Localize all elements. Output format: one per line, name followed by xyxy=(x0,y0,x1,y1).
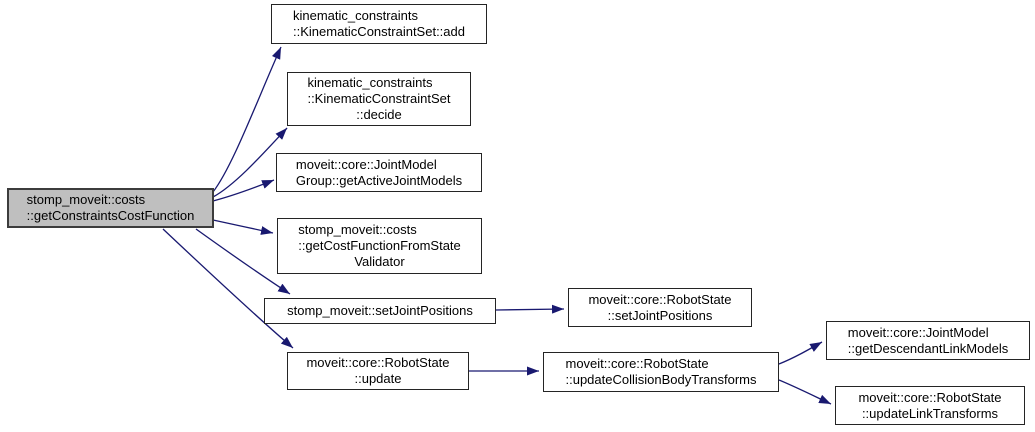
node-label: stomp_moveit::costs ::getCostFunctionFro… xyxy=(298,222,461,269)
node-get-cost-function-from-state-validator[interactable]: stomp_moveit::costs ::getCostFunctionFro… xyxy=(277,218,482,274)
node-label: moveit::core::RobotState ::updateCollisi… xyxy=(565,356,757,387)
node-label: stomp_moveit::costs ::getConstraintsCost… xyxy=(26,192,195,223)
node-kinematic-constraint-set-decide[interactable]: kinematic_constraints ::KinematicConstra… xyxy=(287,72,471,126)
node-get-constraints-cost-function[interactable]: stomp_moveit::costs ::getConstraintsCost… xyxy=(7,188,214,228)
node-update-collision-body-transforms[interactable]: moveit::core::RobotState ::updateCollisi… xyxy=(543,352,779,392)
edge-root-to-get-active-joint-models xyxy=(212,179,275,202)
edge-update-collision-body-transforms-to-get-descendant-link-models xyxy=(778,341,823,365)
node-stomp-set-joint-positions[interactable]: stomp_moveit::setJointPositions xyxy=(264,298,496,324)
node-robot-state-set-joint-positions[interactable]: moveit::core::RobotState ::setJointPosit… xyxy=(568,288,752,327)
edge-stomp-set-joint-positions-to-robot-state-set-joint-positions xyxy=(495,304,565,314)
node-update-link-transforms[interactable]: moveit::core::RobotState ::updateLinkTra… xyxy=(835,386,1025,425)
edge-root-to-kcs-decide xyxy=(212,127,288,198)
node-label: moveit::core::RobotState ::updateLinkTra… xyxy=(858,389,1002,421)
edge-root-to-get-cost-function-from-state-validator xyxy=(212,219,274,235)
node-label: kinematic_constraints ::KinematicConstra… xyxy=(307,75,451,122)
node-label: moveit::core::JointModel ::getDescendant… xyxy=(847,324,1009,356)
node-label: moveit::core::RobotState ::update xyxy=(306,355,450,386)
node-get-active-joint-models[interactable]: moveit::core::JointModel Group::getActiv… xyxy=(276,153,482,192)
node-robot-state-update[interactable]: moveit::core::RobotState ::update xyxy=(287,352,469,390)
node-get-descendant-link-models[interactable]: moveit::core::JointModel ::getDescendant… xyxy=(826,321,1030,360)
node-kinematic-constraint-set-add[interactable]: kinematic_constraints ::KinematicConstra… xyxy=(271,4,487,44)
node-label: moveit::core::RobotState ::setJointPosit… xyxy=(588,291,732,323)
node-label: stomp_moveit::setJointPositions xyxy=(287,303,473,318)
node-label: moveit::core::JointModel Group::getActiv… xyxy=(295,156,463,188)
edge-root-to-kcs-add xyxy=(212,46,282,193)
edge-root-to-robot-state-update xyxy=(162,228,294,349)
edge-update-collision-body-transforms-to-update-link-transforms xyxy=(778,379,832,405)
node-label: kinematic_constraints ::KinematicConstra… xyxy=(293,8,465,39)
edge-root-to-stomp-set-joint-positions xyxy=(195,228,291,295)
